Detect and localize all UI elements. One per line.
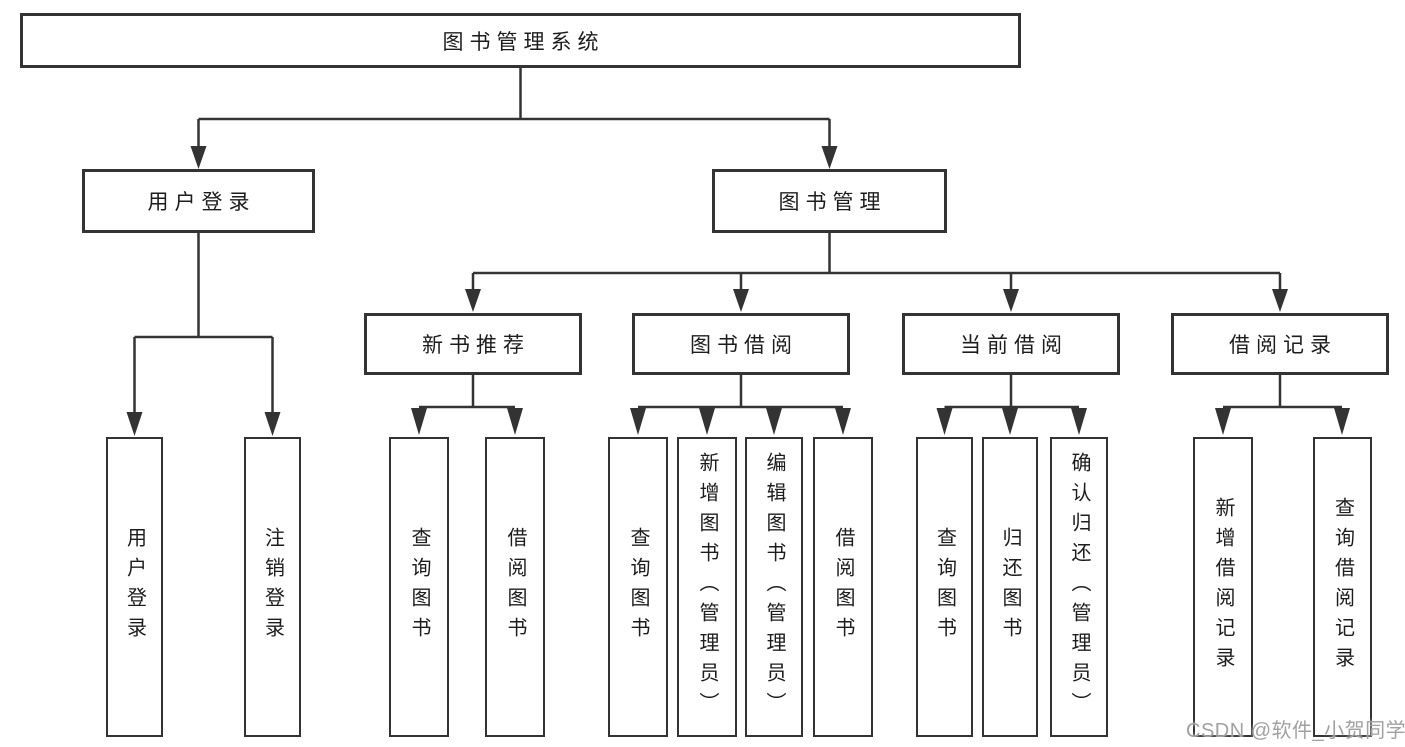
node-current-borrowing: 当前借阅	[902, 313, 1120, 375]
connector-borrowing-records-children	[1215, 375, 1350, 435]
node-user-login: 用户登录	[82, 169, 315, 233]
leaf-bb-borrow-books: 借阅图书	[813, 437, 873, 737]
node-library-management-system: 图书管理系统	[20, 13, 1021, 68]
connector-current-borrowing-children	[936, 375, 1087, 435]
leaf-user-login: 用户登录	[106, 437, 163, 737]
leaf-cb-query-books: 查询图书	[916, 437, 973, 737]
connector-new-book-recommend-children	[411, 375, 523, 435]
leaf-bb-edit-books-admin: 编辑图书（管理员）	[745, 437, 803, 737]
leaf-cb-return-books: 归还图书	[982, 437, 1038, 737]
leaf-logout-login: 注销登录	[244, 437, 301, 737]
connector-book-borrowing-children	[630, 375, 851, 435]
leaf-br-query-borrow-record: 查询借阅记录	[1313, 437, 1372, 737]
node-book-management: 图书管理	[712, 169, 947, 233]
node-new-book-recommend: 新书推荐	[364, 313, 582, 375]
leaf-nr-borrow-books: 借阅图书	[485, 437, 545, 737]
csdn-watermark: CSDN @软件_小贺同学	[1186, 720, 1405, 742]
leaf-cb-confirm-return-admin: 确认归还（管理员）	[1050, 437, 1108, 737]
node-borrowing-records: 借阅记录	[1171, 313, 1389, 375]
leaf-bb-add-books-admin: 新增图书（管理员）	[677, 437, 737, 737]
connector-root-to-level2	[190, 68, 838, 169]
leaf-bb-query-books: 查询图书	[608, 437, 668, 737]
connector-book-management-children	[465, 233, 1288, 312]
node-book-borrowing: 图书借阅	[632, 313, 850, 375]
leaf-br-add-borrow-record: 新增借阅记录	[1193, 437, 1253, 737]
leaf-nr-query-books: 查询图书	[389, 437, 449, 737]
connector-user-login-children	[126, 233, 281, 436]
